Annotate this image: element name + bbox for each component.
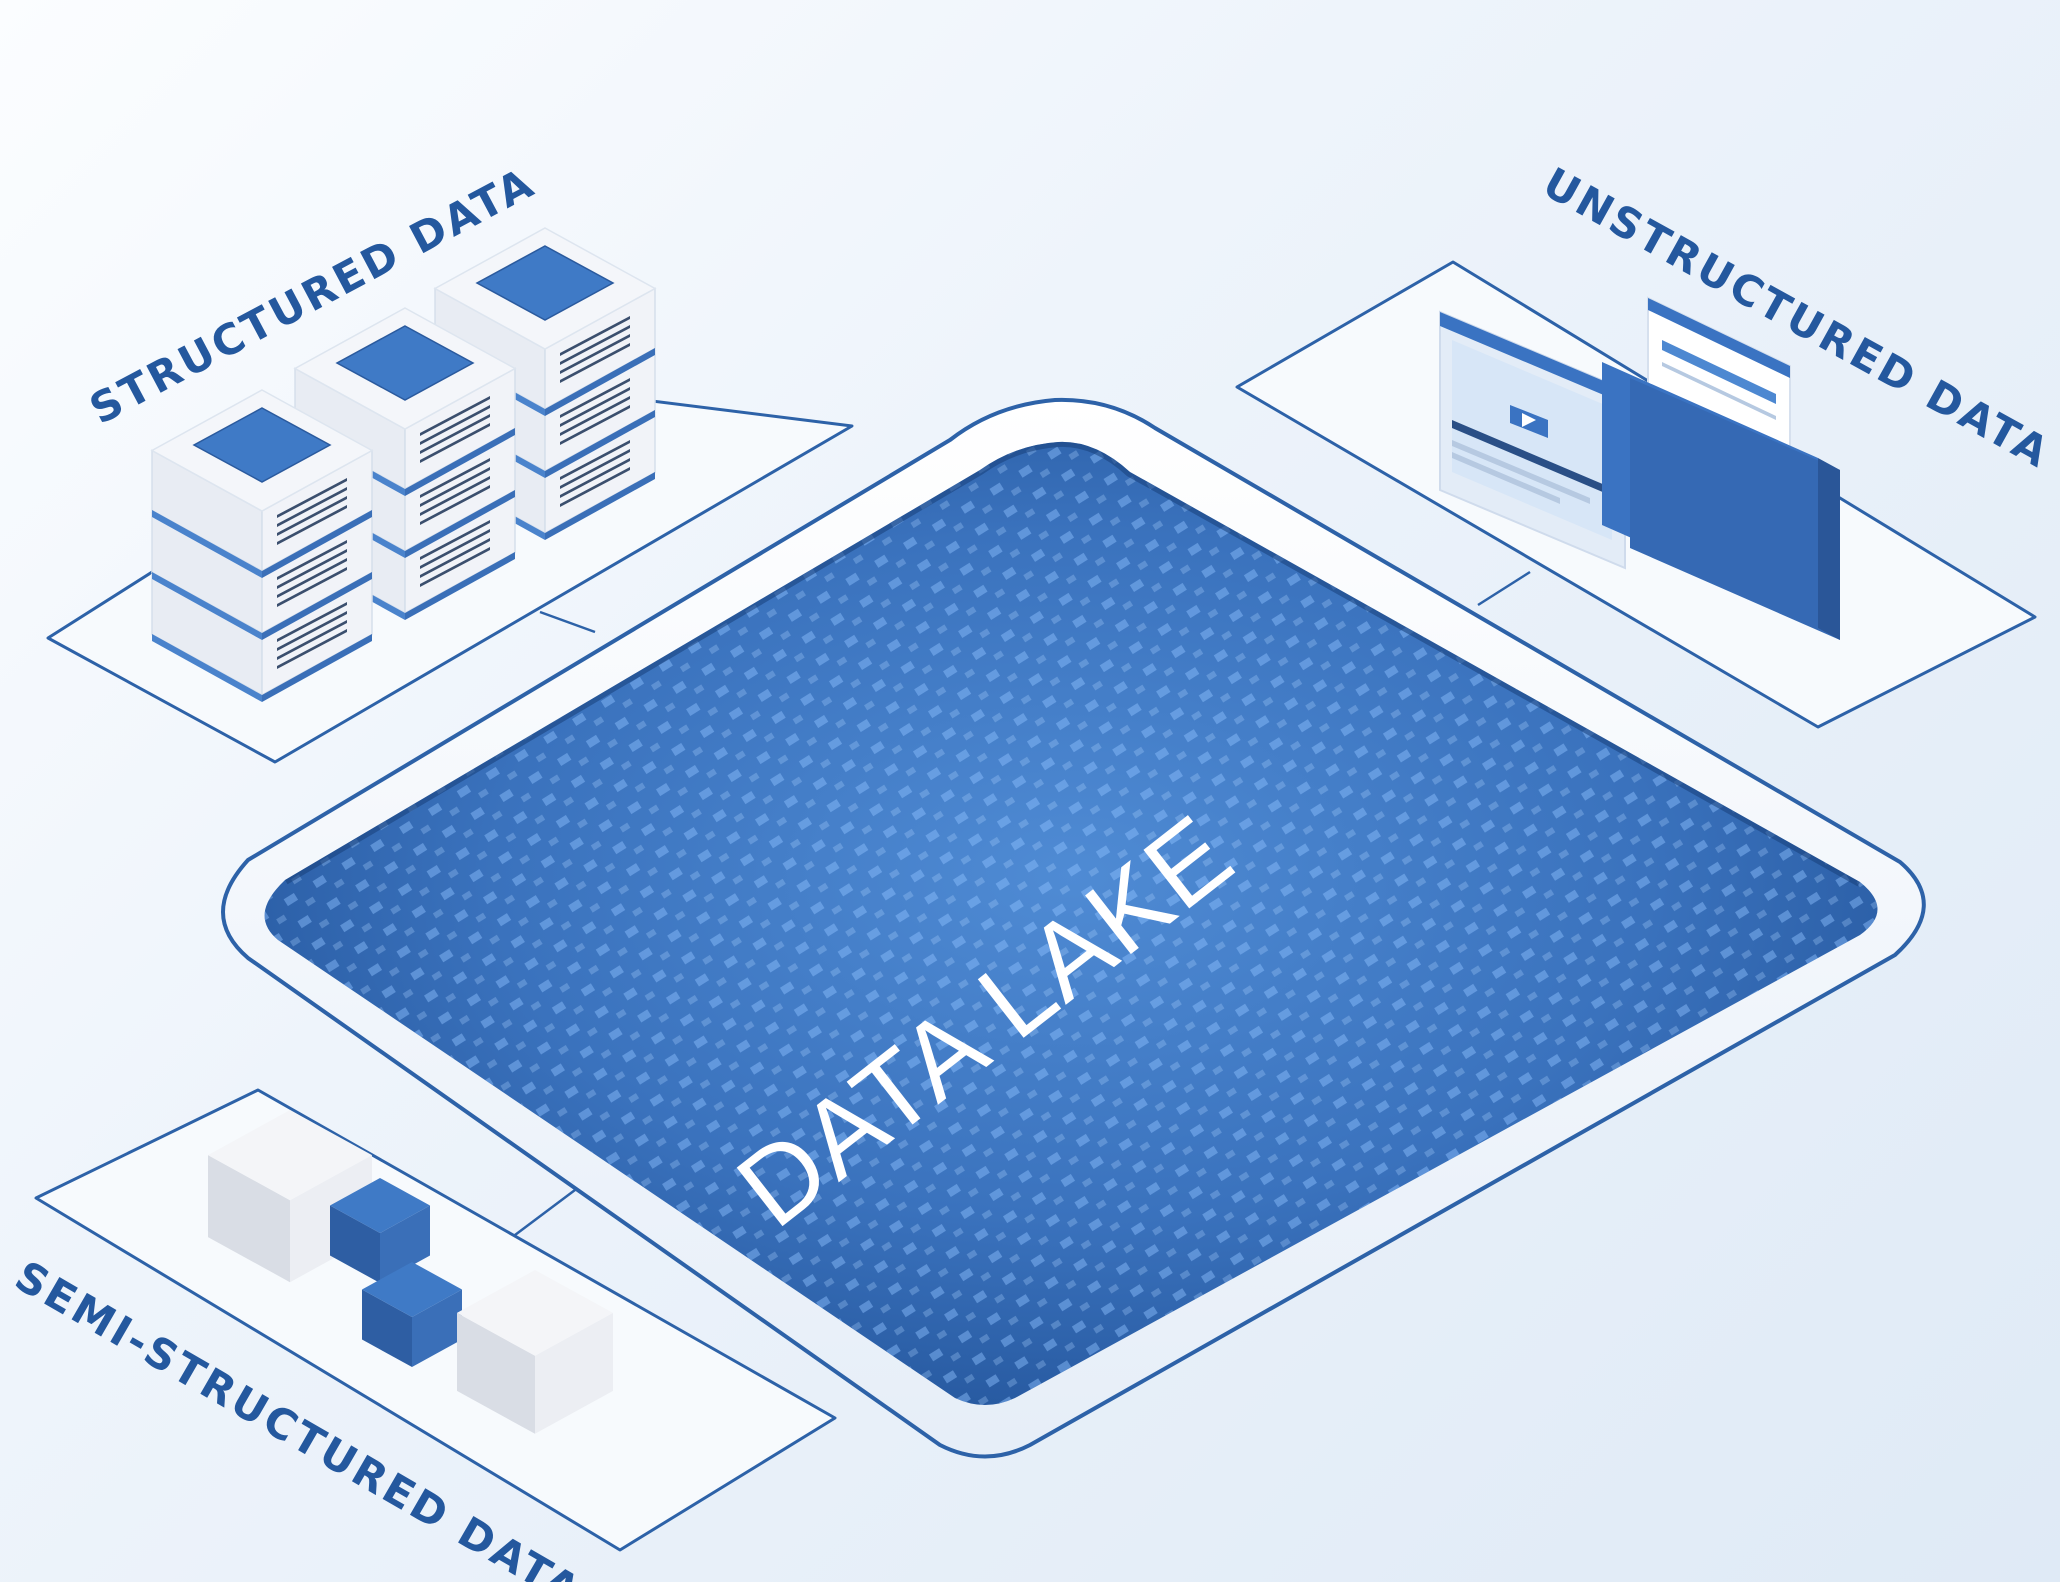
document-folder-icon: [1602, 296, 1840, 640]
server-stack-icon: [150, 227, 657, 702]
cube-blocks-icon: [208, 1110, 613, 1434]
video-window-icon: [1439, 310, 1626, 570]
